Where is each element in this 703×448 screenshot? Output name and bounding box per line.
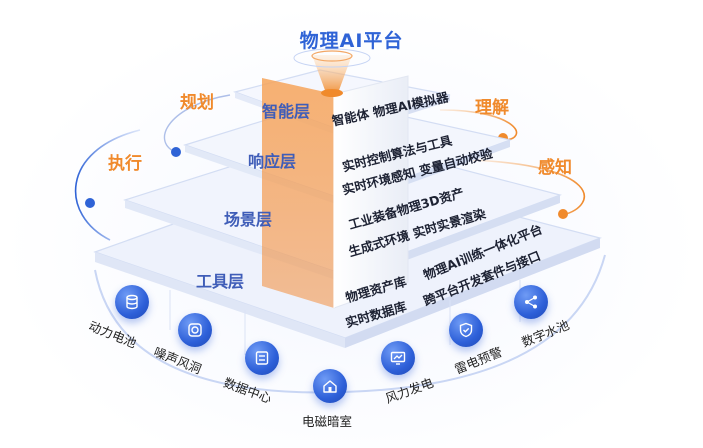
left-orbit-outer <box>74 129 141 241</box>
database-icon <box>126 294 138 310</box>
node-noise-tunnel[interactable] <box>178 313 212 347</box>
share-icon <box>525 295 537 309</box>
server-icon <box>255 351 269 365</box>
left-orbit-inner <box>163 94 231 153</box>
layer-label-intelligence: 智能层 <box>262 102 311 121</box>
right-orbit-outer <box>469 159 586 216</box>
disc-icon <box>188 323 202 337</box>
orbit-dot-left-outer <box>85 198 95 208</box>
orbit-dot-right-outer <box>558 209 568 219</box>
node-digital-pool[interactable] <box>514 285 548 319</box>
house-icon <box>323 380 337 393</box>
monitor-chart-icon <box>390 351 406 365</box>
tool-label-anechoic-chamber: 电磁暗室 <box>302 414 353 429</box>
node-wind-power[interactable] <box>381 341 415 375</box>
side-word-perceive: 感知 <box>538 158 572 178</box>
layer-label-response: 响应层 <box>248 152 297 171</box>
side-word-execute: 执行 <box>108 154 142 174</box>
light-cone <box>312 55 352 93</box>
node-anechoic-chamber[interactable] <box>313 369 347 403</box>
layer-label-scene: 场景层 <box>224 210 273 229</box>
layer-label-tools: 工具层 <box>196 272 245 291</box>
right-orbit-inner <box>439 109 518 141</box>
node-data-center[interactable] <box>245 341 279 375</box>
title-underline <box>293 48 371 68</box>
pillar-beam <box>262 78 334 308</box>
page-title: 物理AI平台 <box>299 30 404 52</box>
side-word-understand: 理解 <box>475 98 509 118</box>
node-battery[interactable] <box>115 285 149 319</box>
shield-check-icon <box>459 322 473 338</box>
side-word-plan: 规划 <box>180 93 214 113</box>
node-lightning-warning[interactable] <box>449 313 483 347</box>
orbit-dot-left-inner <box>171 147 181 157</box>
